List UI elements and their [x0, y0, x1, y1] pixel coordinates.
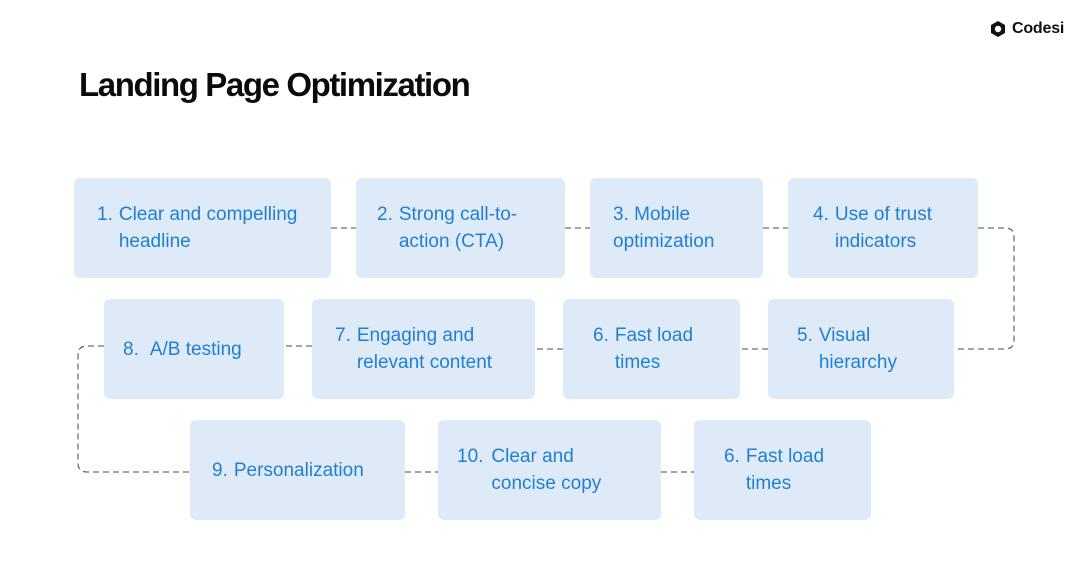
step-number: 3. — [613, 204, 629, 225]
step-number: 2. — [377, 204, 393, 225]
page-title: Landing Page Optimization — [79, 66, 471, 103]
connector-8-9 — [77, 345, 190, 473]
step-label: Use of trust indicators — [834, 204, 933, 252]
step-9-personalization: 9. Personalization — [190, 420, 405, 520]
step-number: 5. — [797, 325, 813, 346]
brand-logo: Codesi — [989, 20, 1064, 38]
step-label: Personalization — [233, 459, 364, 481]
step-10-clear-concise-copy: 10. Clear and concise copy — [438, 420, 661, 520]
step-label: Clear and compelling headline — [118, 204, 298, 252]
step-label: Clear and concise copy — [491, 446, 602, 494]
codesi-logo-icon — [991, 21, 1005, 37]
step-number: 10. — [457, 446, 484, 467]
step-label: Fast load times — [614, 325, 694, 373]
step-3-mobile-optimization: 3. Mobile optimization — [590, 178, 763, 278]
step-number: 9. — [212, 459, 228, 481]
step-4-trust-indicators: 4. Use of trust indicators — [788, 178, 978, 278]
step-number: 6. — [724, 446, 740, 467]
step-1-clear-compelling-headline: 1. Clear and compelling headline — [74, 178, 331, 278]
step-number: 7. — [335, 325, 351, 346]
step-label: 3. Mobile optimization — [613, 204, 715, 252]
step-label: Engaging and relevant content — [356, 325, 493, 373]
step-5-visual-hierarchy: 5. Visual hierarchy — [768, 299, 954, 399]
step-number: 4. — [813, 204, 829, 225]
step-6-fast-load-times-repeat: 6. Fast load times — [694, 420, 871, 520]
connector-4-5 — [954, 227, 1015, 350]
step-number: 6. — [593, 325, 609, 346]
step-label: Fast load times — [745, 446, 825, 494]
step-label: Visual hierarchy — [818, 325, 898, 373]
brand-name: Codesi — [1012, 20, 1065, 37]
step-number: 1. — [97, 204, 113, 225]
step-number: 8. — [123, 338, 139, 360]
step-8-ab-testing: 8. A/B testing — [104, 299, 284, 399]
step-7-engaging-relevant-content: 7. Engaging and relevant content — [312, 299, 535, 399]
step-label: A/B testing — [149, 338, 242, 360]
step-2-strong-cta: 2. Strong call-to-action (CTA) — [356, 178, 565, 278]
step-6-fast-load-times: 6. Fast load times — [563, 299, 740, 399]
step-label: Strong call-to-action (CTA) — [398, 204, 518, 252]
